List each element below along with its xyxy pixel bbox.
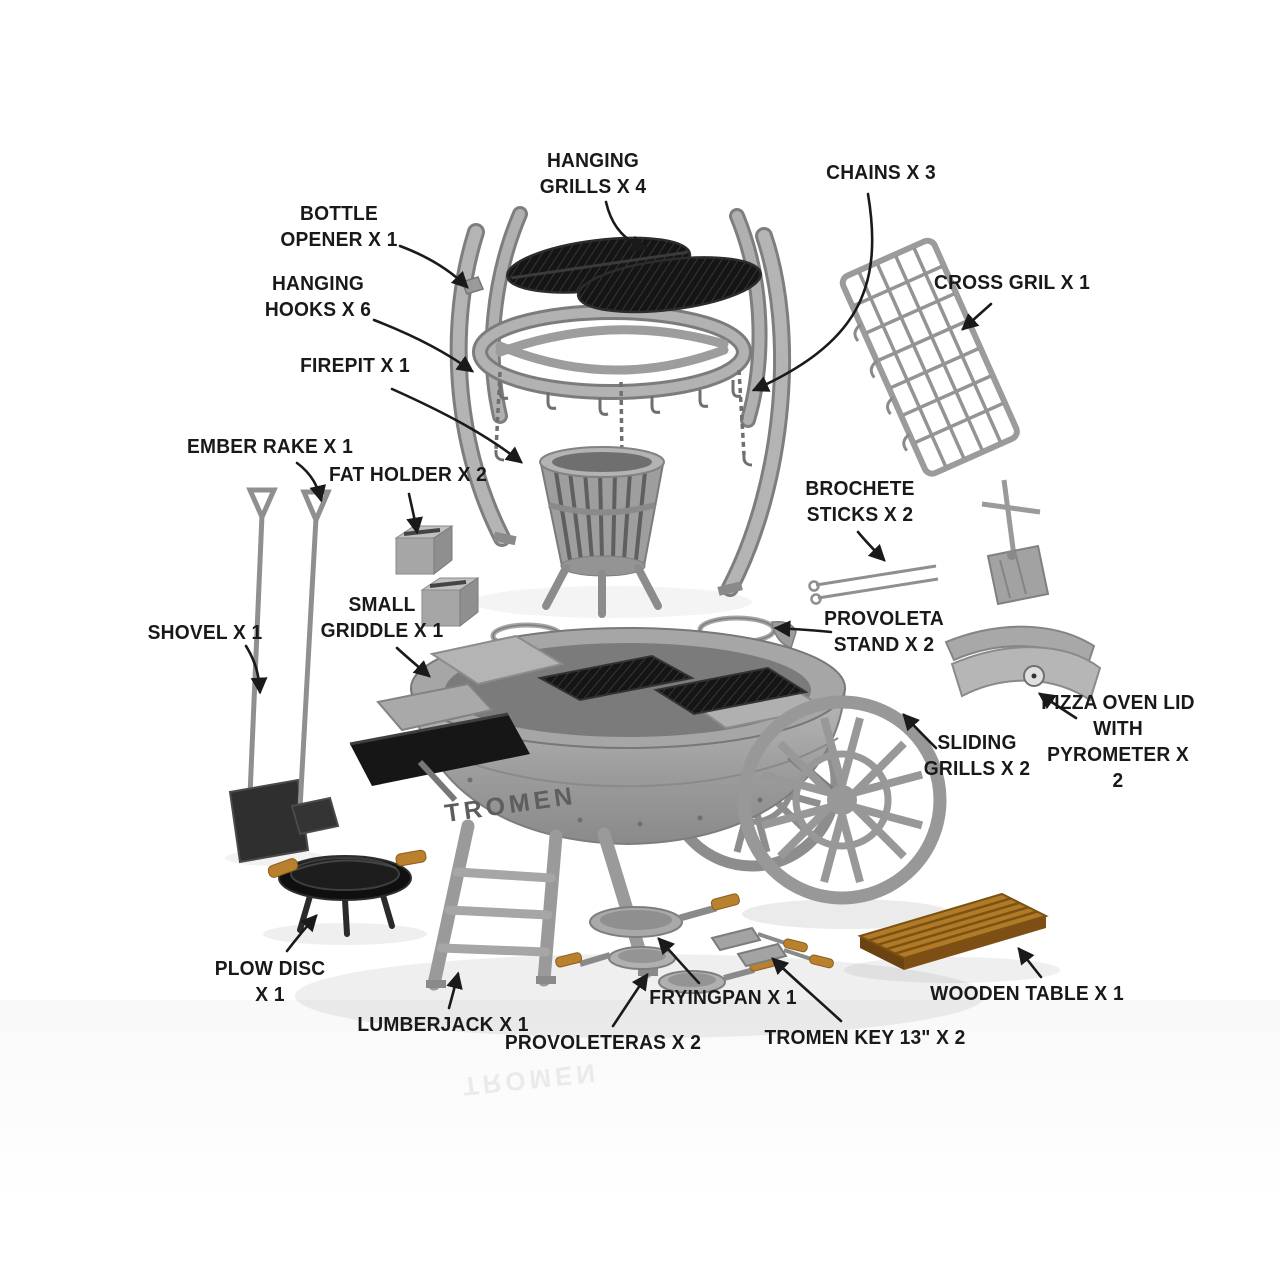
cart-front-wheel (737, 695, 947, 905)
arrow-lumberjack (446, 971, 463, 1010)
provoleteras-part (555, 946, 777, 994)
label-fryingpan: FRYINGPAN X 1 (649, 987, 797, 1009)
arrow-hanging-grills (604, 200, 649, 252)
arrow-provoleta-stand (773, 620, 833, 638)
arrow-shovel (244, 644, 268, 695)
arrow-ember-rake (295, 461, 327, 503)
arrow-plow-disc (285, 914, 318, 953)
label-cross-gril: CROSS GRIL X 1 (934, 272, 1090, 294)
label-tromen-key: TROMEN KEY 13" X 2 (764, 1027, 966, 1049)
arrow-chains (751, 192, 874, 392)
arrow-cross-gril (961, 302, 993, 331)
label-small-griddle: SMALL GRIDDLE X 1 (320, 594, 444, 642)
side-griddle-shelf (349, 712, 530, 803)
ember-rake-part (290, 489, 340, 836)
arrow-pizza-oven-lid (1037, 692, 1078, 720)
label-firepit: FIREPIT X 1 (300, 355, 410, 377)
firepit-part (539, 446, 665, 618)
label-plow-disc: PLOW DISC X 1 (214, 958, 326, 1006)
wooden-table-part (857, 892, 1049, 970)
arrow-wooden-table (1017, 946, 1043, 979)
arrow-brochete-sticks (856, 530, 886, 562)
pizza-oven-lid-part (944, 625, 1102, 702)
label-hanging-grills: HANGING GRILLS X 4 (539, 150, 647, 198)
arrow-hanging-hooks (372, 318, 475, 373)
tromen-key-part (710, 926, 834, 969)
label-shovel: SHOVEL X 1 (147, 622, 263, 644)
arrow-tromen-key (771, 957, 843, 1023)
sliding-grills-part (537, 654, 809, 716)
label-fat-holder: FAT HOLDER X 2 (328, 464, 488, 486)
arrow-fryingpan (657, 937, 701, 985)
label-brochete-sticks: BROCHETE STICKS X 2 (805, 478, 915, 526)
arrow-small-griddle (395, 646, 431, 678)
arrow-bottle-opener (398, 244, 469, 289)
label-chains: CHAINS X 3 (826, 162, 936, 184)
label-lumberjack: LUMBERJACK X 1 (357, 1014, 529, 1036)
cross-gril-stake (981, 479, 1050, 606)
cart-rivets (467, 769, 813, 827)
plow-disc-part (267, 849, 427, 937)
fryingpan-part (589, 893, 740, 938)
label-provoleta-stand: PROVOLETA STAND X 2 (824, 608, 944, 656)
label-pizza-oven-lid: PIZZA OVEN LID WITH PYROMETER X 2 (1041, 692, 1195, 792)
brochete-sticks-part (808, 564, 939, 605)
floor-shadows: TROMEN (0, 586, 1280, 1200)
label-bottle-opener: BOTTLE OPENER X 1 (280, 203, 398, 251)
arrow-provoleteras (611, 972, 649, 1028)
label-wooden-table: WOODEN TABLE X 1 (930, 983, 1124, 1005)
callout-arrows (244, 192, 1078, 1028)
label-provoleteras: PROVOLETERAS X 2 (504, 1032, 702, 1054)
label-ember-rake: EMBER RAKE X 1 (187, 436, 353, 458)
arrow-sliding-grills (902, 713, 938, 750)
fat-holder-part (394, 525, 480, 628)
cross-gril-part (839, 237, 1020, 477)
lumberjack-part (426, 819, 658, 991)
label-hanging-hooks: HANGING HOOKS X 6 (264, 273, 372, 321)
arrow-firepit (390, 387, 523, 464)
shovel-part (228, 487, 310, 864)
arrow-fat-holder (406, 492, 423, 535)
label-sliding-grills: SLIDING GRILLS X 2 (923, 732, 1031, 780)
cart: TROMEN (349, 627, 947, 991)
small-griddle-part (429, 634, 565, 686)
